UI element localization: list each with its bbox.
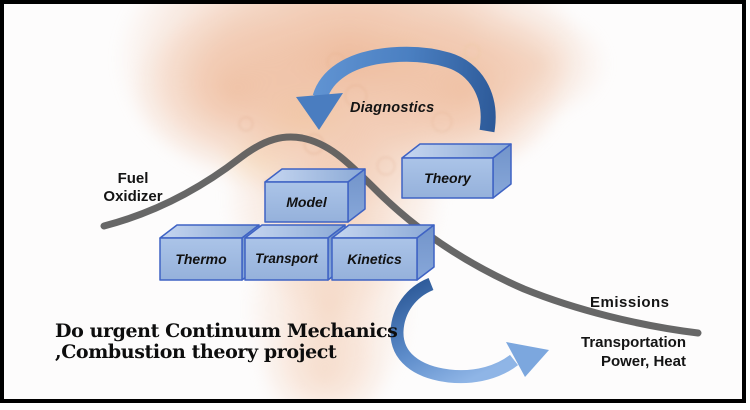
diagram-inner-area [4, 4, 742, 399]
fuel-label-line1: Fuel [117, 170, 149, 187]
fuel-oxidizer-label: Fuel Oxidizer [78, 170, 188, 206]
box-label-kinetics: Kinetics [347, 251, 402, 267]
box-label-thermo: Thermo [175, 251, 227, 267]
box-model [264, 168, 366, 223]
box-label-theory: Theory [424, 170, 471, 186]
curved-arrow-up-right-icon [390, 277, 549, 384]
flame-swirl-texture [4, 4, 742, 399]
fuel-label-line2: Oxidizer [103, 188, 163, 205]
flame-background [4, 4, 742, 399]
project-note-line1: Do urgent Continuum Mechanics [55, 320, 398, 342]
box-kinetics [331, 224, 435, 281]
transportation-label-line1: Transportation [580, 334, 686, 351]
transportation-label: Transportation Power, Heat [540, 333, 686, 371]
box-theory [401, 143, 512, 199]
project-note-line2: ,Combustion theory project [55, 341, 337, 363]
curved-arrow-down-left-icon [296, 46, 496, 133]
transportation-label-line2: Power, Heat [600, 353, 686, 370]
emissions-label: Emissions [590, 294, 670, 311]
project-note-text: Do urgent Continuum Mechanics ,Combustio… [55, 320, 398, 363]
box-label-transport: Transport [255, 251, 318, 266]
diagnostics-label: Diagnostics [350, 100, 435, 116]
box-label-model: Model [286, 194, 327, 210]
